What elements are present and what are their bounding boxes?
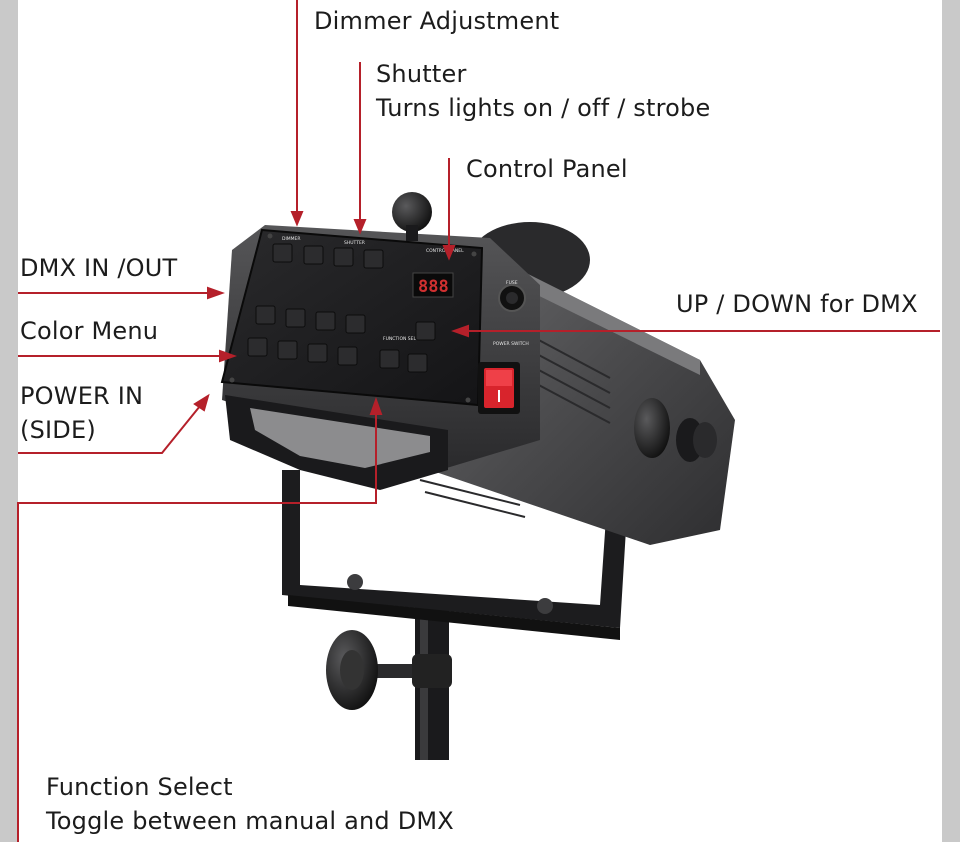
pointer-function-select [17, 412, 377, 842]
color-red-button[interactable] [315, 311, 336, 331]
fuse-label: FUSE [506, 280, 518, 286]
label-shutter-title: Shutter [376, 60, 467, 88]
callout-pointers [17, 0, 940, 842]
panel-label-shutter: SHUTTER [344, 240, 365, 246]
panel-label-function: FUNCTION SELECT [383, 336, 425, 342]
shutter-on-button[interactable] [333, 247, 354, 267]
power-switch-label: POWER SWITCH [493, 341, 529, 347]
color-yellow-button[interactable] [277, 340, 298, 360]
color-white-button[interactable] [337, 346, 358, 366]
pole-lock-knob[interactable] [326, 630, 452, 710]
power-switch[interactable]: POWER SWITCH [478, 341, 529, 414]
color-blue-button[interactable] [307, 343, 328, 363]
label-up-down-dmx: UP / DOWN for DMX [676, 290, 918, 318]
up-button[interactable] [415, 321, 436, 341]
down-button[interactable] [407, 353, 428, 373]
color-orange-button[interactable] [255, 305, 276, 325]
color-magenta-button[interactable] [247, 337, 268, 357]
panel-label-dimmer: DIMMER [282, 236, 301, 242]
led-display-value: 888 [418, 277, 449, 297]
yoke-bracket [282, 430, 632, 640]
color-green-button[interactable] [345, 314, 366, 334]
label-control-panel: Control Panel [466, 155, 628, 183]
pointer-power-in [18, 405, 201, 454]
blackout-button[interactable] [363, 249, 384, 269]
label-shutter-desc: Turns lights on / off / strobe [376, 94, 711, 122]
label-dimmer-adjustment: Dimmer Adjustment [314, 7, 560, 35]
control-panel: DIMMER SHUTTER CONTROL PANEL 888 FUNCTIO… [220, 228, 484, 407]
label-power-in-side: (SIDE) [20, 416, 96, 444]
size-button[interactable] [272, 243, 293, 263]
label-power-in: POWER IN [20, 382, 144, 410]
color-cyan-button[interactable] [285, 308, 306, 328]
label-dmx-in-out: DMX IN /OUT [20, 254, 178, 282]
fuse-holder: FUSE [498, 280, 526, 312]
led-display [412, 272, 454, 298]
function-select-button[interactable] [379, 349, 400, 369]
label-function-select-title: Function Select [46, 773, 233, 801]
color-buttons [247, 305, 366, 366]
dimmer-button[interactable] [303, 245, 324, 265]
label-color-menu: Color Menu [20, 317, 159, 345]
label-function-select-desc: Toggle between manual and DMX [46, 807, 454, 835]
